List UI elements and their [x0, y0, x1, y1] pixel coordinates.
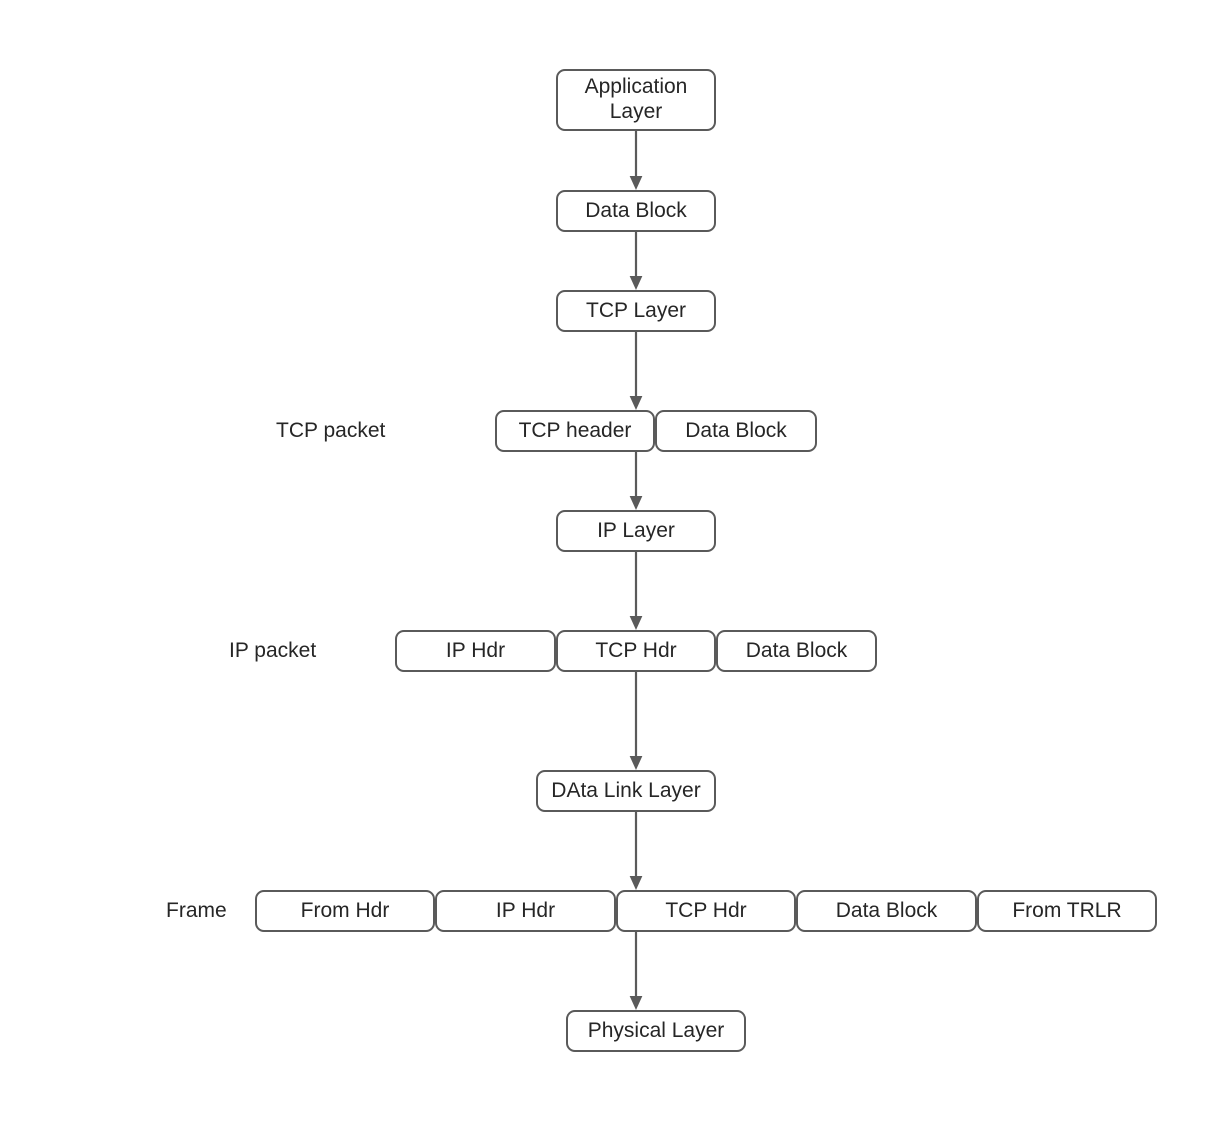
cell-tcp-header[interactable]: TCP header [495, 410, 655, 452]
node-data-block-label: Data Block [585, 198, 687, 222]
node-ip-layer[interactable]: IP Layer [556, 510, 716, 552]
cell-ip-packet-tcp-hdr-label: TCP Hdr [595, 639, 677, 662]
cell-frame-ip-hdr-label: IP Hdr [495, 899, 556, 922]
node-data-link-layer[interactable]: DAta Link Layer [536, 770, 716, 812]
cell-frame-tcp-hdr-label: TCP Hdr [665, 899, 747, 922]
node-tcp-layer[interactable]: TCP Layer [556, 290, 716, 332]
cell-frame-from-trlr[interactable]: From TRLR [977, 890, 1157, 932]
cell-frame-from-trlr-label: From TRLR [1012, 899, 1122, 922]
node-application-layer-label-line2: Layer [609, 100, 663, 123]
label-ip-packet: IP packet [229, 639, 317, 662]
cell-tcp-packet-data-block[interactable]: Data Block [655, 410, 817, 452]
cell-ip-packet-data-block[interactable]: Data Block [716, 630, 877, 672]
node-physical-layer-label: Physical Layer [587, 1018, 725, 1042]
cell-frame-from-hdr-label: From Hdr [300, 899, 390, 922]
cell-frame-ip-hdr[interactable]: IP Hdr [435, 890, 616, 932]
cell-tcp-packet-data-block-label: Data Block [685, 419, 787, 442]
cell-frame-from-hdr[interactable]: From Hdr [255, 890, 435, 932]
row-frame: From Hdr IP Hdr TCP Hdr Data Block From … [255, 890, 1157, 932]
cell-tcp-header-label: TCP header [518, 419, 632, 442]
cell-frame-data-block[interactable]: Data Block [796, 890, 977, 932]
cell-ip-packet-data-block-label: Data Block [745, 639, 848, 662]
row-ip-packet: IP Hdr TCP Hdr Data Block [395, 630, 877, 672]
label-tcp-packet: TCP packet [276, 419, 386, 442]
node-data-block[interactable]: Data Block [556, 190, 716, 232]
cell-ip-packet-tcp-hdr[interactable]: TCP Hdr [556, 630, 716, 672]
cell-frame-data-block-label: Data Block [835, 899, 938, 922]
node-ip-layer-label: IP Layer [597, 518, 675, 542]
label-frame: Frame [166, 899, 227, 922]
node-physical-layer[interactable]: Physical Layer [566, 1010, 746, 1052]
cell-ip-packet-ip-hdr-label: IP Hdr [445, 639, 506, 662]
node-application-layer-label-line1: Application [584, 75, 688, 99]
node-tcp-layer-label: TCP Layer [586, 298, 686, 322]
cell-ip-packet-ip-hdr[interactable]: IP Hdr [395, 630, 556, 672]
node-data-link-layer-label: DAta Link Layer [551, 778, 701, 802]
cell-frame-tcp-hdr[interactable]: TCP Hdr [616, 890, 796, 932]
row-tcp-packet: TCP header Data Block [495, 410, 817, 452]
node-application-layer[interactable]: Application Layer [556, 69, 716, 131]
